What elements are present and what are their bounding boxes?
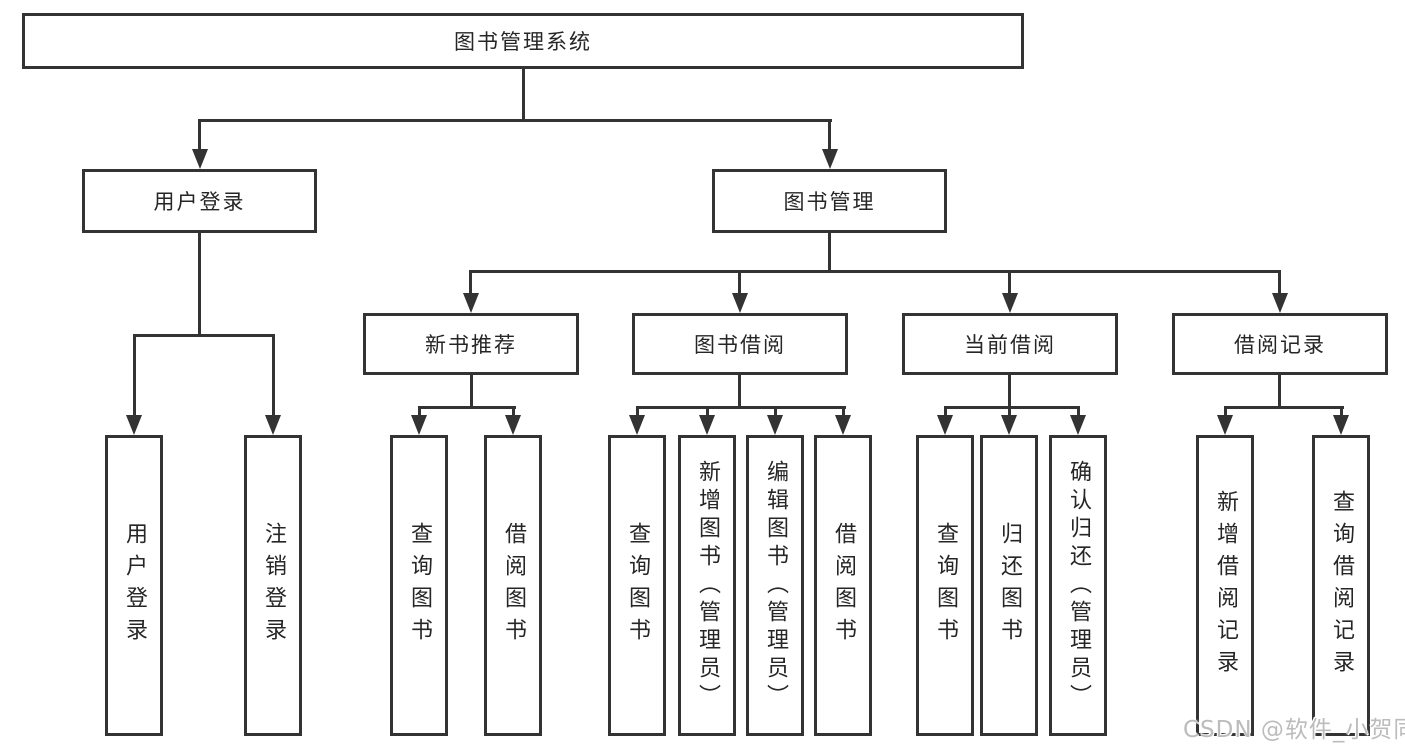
connector-line [774, 406, 777, 416]
connector-line [842, 406, 845, 416]
leaf-label: 注销登录 [261, 521, 286, 650]
connector-line [512, 406, 515, 416]
arrow-down-icon [463, 293, 479, 313]
node-label: 图书借阅 [694, 333, 786, 357]
leaf-confirm-return-admin: 确认归还（管理员） [1049, 435, 1107, 736]
connector-line [133, 334, 136, 416]
leaf-label: 查询图书 [625, 521, 650, 650]
connector-line [198, 233, 201, 337]
connector-line [738, 270, 741, 293]
leaf-logout: 注销登录 [244, 435, 302, 736]
arrow-down-icon [192, 149, 208, 169]
connector-line [944, 406, 1080, 409]
connector-line [1224, 406, 1227, 416]
connector-line [636, 406, 846, 409]
arrow-down-icon [1070, 415, 1086, 435]
node-borrow-records: 借阅记录 [1172, 313, 1388, 375]
node-label: 借阅记录 [1234, 333, 1326, 357]
connector-line [469, 270, 472, 293]
leaf-label: 查询图书 [407, 521, 432, 650]
connector-line [470, 375, 473, 409]
csdn-watermark: CSDN @软件_小贺同学 [1183, 717, 1405, 743]
leaf-label: 新增借阅记录 [1213, 489, 1238, 682]
leaf-label: 用户登录 [122, 521, 147, 650]
leaf-query-books-borrow: 查询图书 [608, 435, 666, 736]
node-label: 图书管理 [783, 190, 876, 214]
arrow-down-icon [505, 415, 521, 435]
node-new-book-recommend: 新书推荐 [363, 313, 579, 375]
leaf-add-borrow-record: 新增借阅记录 [1196, 435, 1254, 736]
arrow-down-icon [1001, 415, 1017, 435]
connector-line [1008, 375, 1011, 409]
node-user-login: 用户登录 [82, 169, 317, 233]
arrow-down-icon [126, 415, 142, 435]
node-label: 新书推荐 [425, 333, 517, 357]
leaf-label: 查询图书 [933, 521, 958, 650]
leaf-label: 借阅图书 [501, 521, 526, 650]
node-label: 当前借阅 [964, 333, 1056, 357]
arrow-down-icon [767, 415, 783, 435]
connector-line [133, 334, 275, 337]
leaf-label: 借阅图书 [831, 521, 856, 650]
node-label: 图书管理系统 [454, 30, 592, 54]
leaf-user-login: 用户登录 [105, 435, 163, 736]
connector-line [418, 406, 516, 409]
connector-line [1278, 270, 1281, 293]
arrow-down-icon [1333, 415, 1349, 435]
leaf-label: 确认归还（管理员） [1066, 459, 1091, 712]
connector-line [828, 119, 831, 151]
node-label: 用户登录 [153, 190, 246, 214]
connector-line [198, 119, 201, 151]
arrow-down-icon [732, 293, 748, 313]
leaf-query-books-current: 查询图书 [916, 435, 974, 736]
leaf-query-borrow-record: 查询借阅记录 [1312, 435, 1370, 736]
connector-line [706, 406, 709, 416]
connector-line [738, 375, 741, 409]
connector-line [1224, 406, 1344, 409]
connector-line [1340, 406, 1343, 416]
node-library-system: 图书管理系统 [22, 13, 1024, 69]
connector-line [198, 119, 832, 122]
leaf-label: 编辑图书（管理员） [763, 459, 788, 712]
arrow-down-icon [937, 415, 953, 435]
connector-line [469, 270, 1281, 273]
arrow-down-icon [1217, 415, 1233, 435]
arrow-down-icon [835, 415, 851, 435]
connector-line [1008, 270, 1011, 293]
connector-line [636, 406, 639, 416]
leaf-return-book: 归还图书 [980, 435, 1038, 736]
node-book-management: 图书管理 [712, 169, 947, 233]
arrow-down-icon [822, 149, 838, 169]
leaf-label: 新增图书（管理员） [695, 459, 720, 712]
connector-line [418, 406, 421, 416]
leaf-label: 查询借阅记录 [1329, 489, 1354, 682]
node-book-borrow: 图书借阅 [632, 313, 848, 375]
arrow-down-icon [699, 415, 715, 435]
connector-line [522, 68, 525, 122]
leaf-edit-book-admin: 编辑图书（管理员） [746, 435, 804, 736]
leaf-label: 归还图书 [997, 521, 1022, 650]
arrow-down-icon [629, 415, 645, 435]
connector-line [1278, 375, 1281, 409]
arrow-down-icon [265, 415, 281, 435]
leaf-query-books-recommend: 查询图书 [390, 435, 448, 736]
connector-line [1077, 406, 1080, 416]
arrow-down-icon [411, 415, 427, 435]
leaf-add-book-admin: 新增图书（管理员） [678, 435, 736, 736]
connector-line [1008, 406, 1011, 416]
leaf-borrow-books-recommend: 借阅图书 [484, 435, 542, 736]
arrow-down-icon [1272, 293, 1288, 313]
node-current-borrow: 当前借阅 [902, 313, 1118, 375]
connector-line [944, 406, 947, 416]
connector-line [828, 233, 831, 273]
connector-line [272, 334, 275, 416]
arrow-down-icon [1002, 293, 1018, 313]
leaf-borrow-book: 借阅图书 [814, 435, 872, 736]
